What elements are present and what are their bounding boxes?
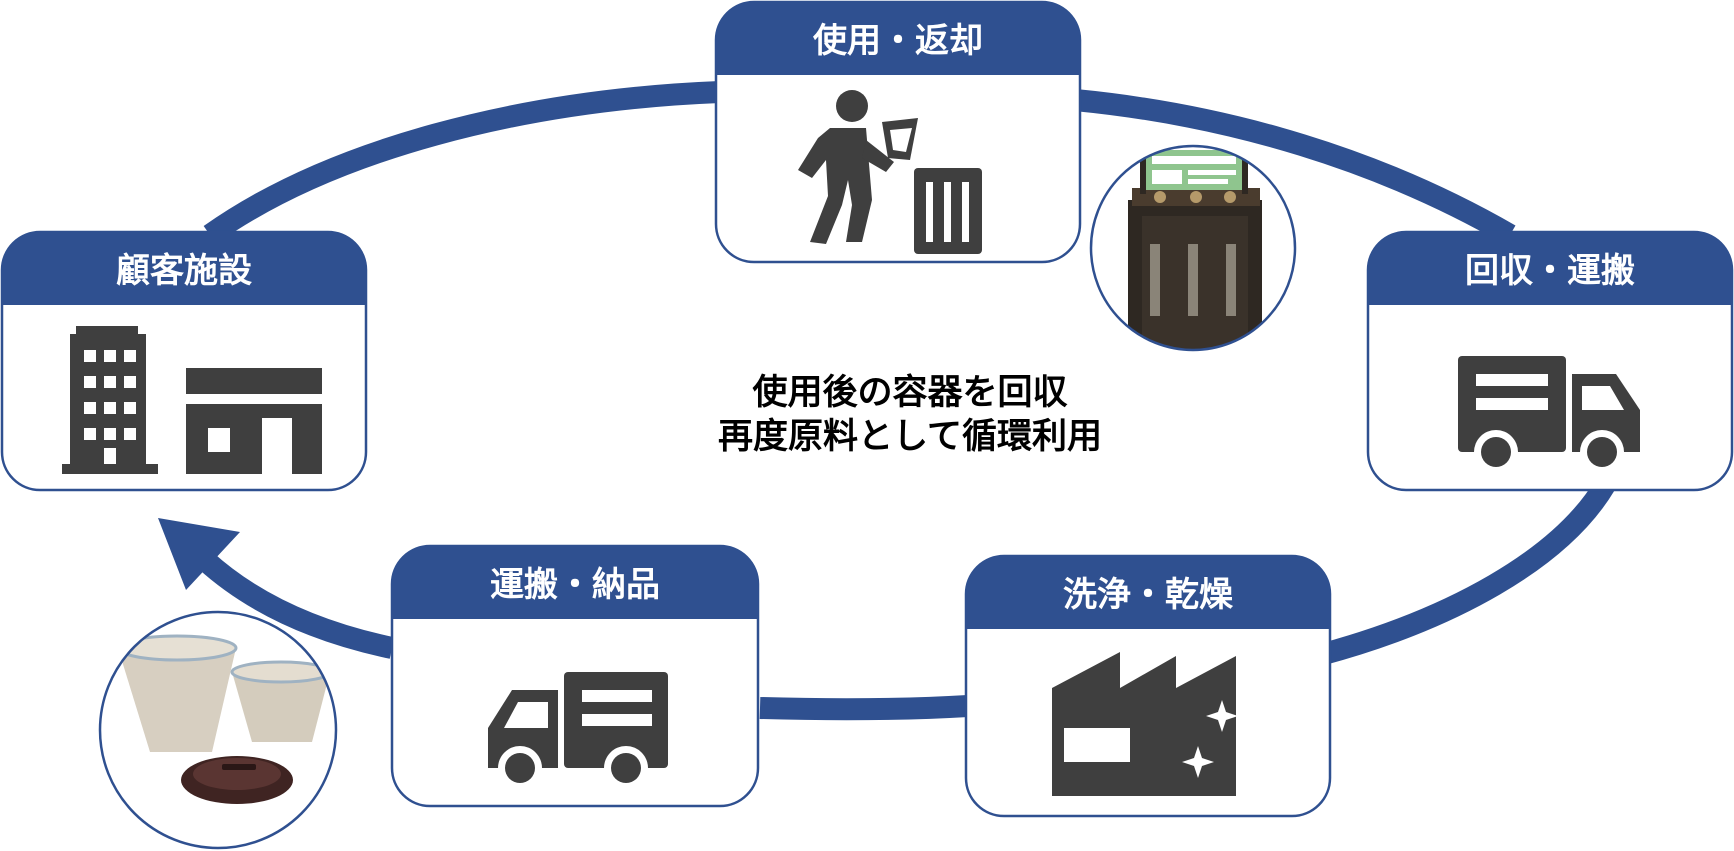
cycle-loop [158, 81, 1615, 721]
truck-icon [1458, 356, 1640, 474]
step-box-wash-dry: 洗浄・乾燥 [964, 554, 1332, 818]
step-title: 運搬・納品 [490, 565, 660, 605]
step-box-transport-deliver: 運搬・納品 [390, 544, 760, 808]
step-title: 洗浄・乾燥 [1063, 575, 1234, 615]
step-title: 顧客施設 [116, 251, 252, 291]
loop-segment-top-right [1073, 89, 1516, 245]
loop-segment-bottom [759, 695, 969, 721]
truck-icon [488, 672, 668, 790]
loop-segment-top-left [203, 81, 721, 244]
center-caption-line-2: 再度原料として循環利用 [718, 417, 1102, 457]
reusable-cups-photo [98, 610, 338, 850]
step-box-collect-transport: 回収・運搬 [1366, 230, 1734, 492]
person-discarding-cup-icon [798, 90, 982, 254]
step-title: 回収・運搬 [1465, 251, 1635, 291]
loop-segment-bottom-left [197, 551, 395, 659]
step-title: 使用・返却 [812, 21, 983, 61]
step-box-customer-facility: 顧客施設 [0, 230, 368, 492]
collection-bin-photo [1089, 144, 1297, 352]
step-box-use-return: 使用・返却 [714, 0, 1082, 264]
loop-segment-right [1317, 479, 1615, 666]
buildings-icon [62, 326, 322, 474]
factory-icon [1052, 652, 1238, 796]
center-caption-line-1: 使用後の容器を回収 [752, 373, 1067, 413]
loop-arrowhead [158, 518, 240, 590]
